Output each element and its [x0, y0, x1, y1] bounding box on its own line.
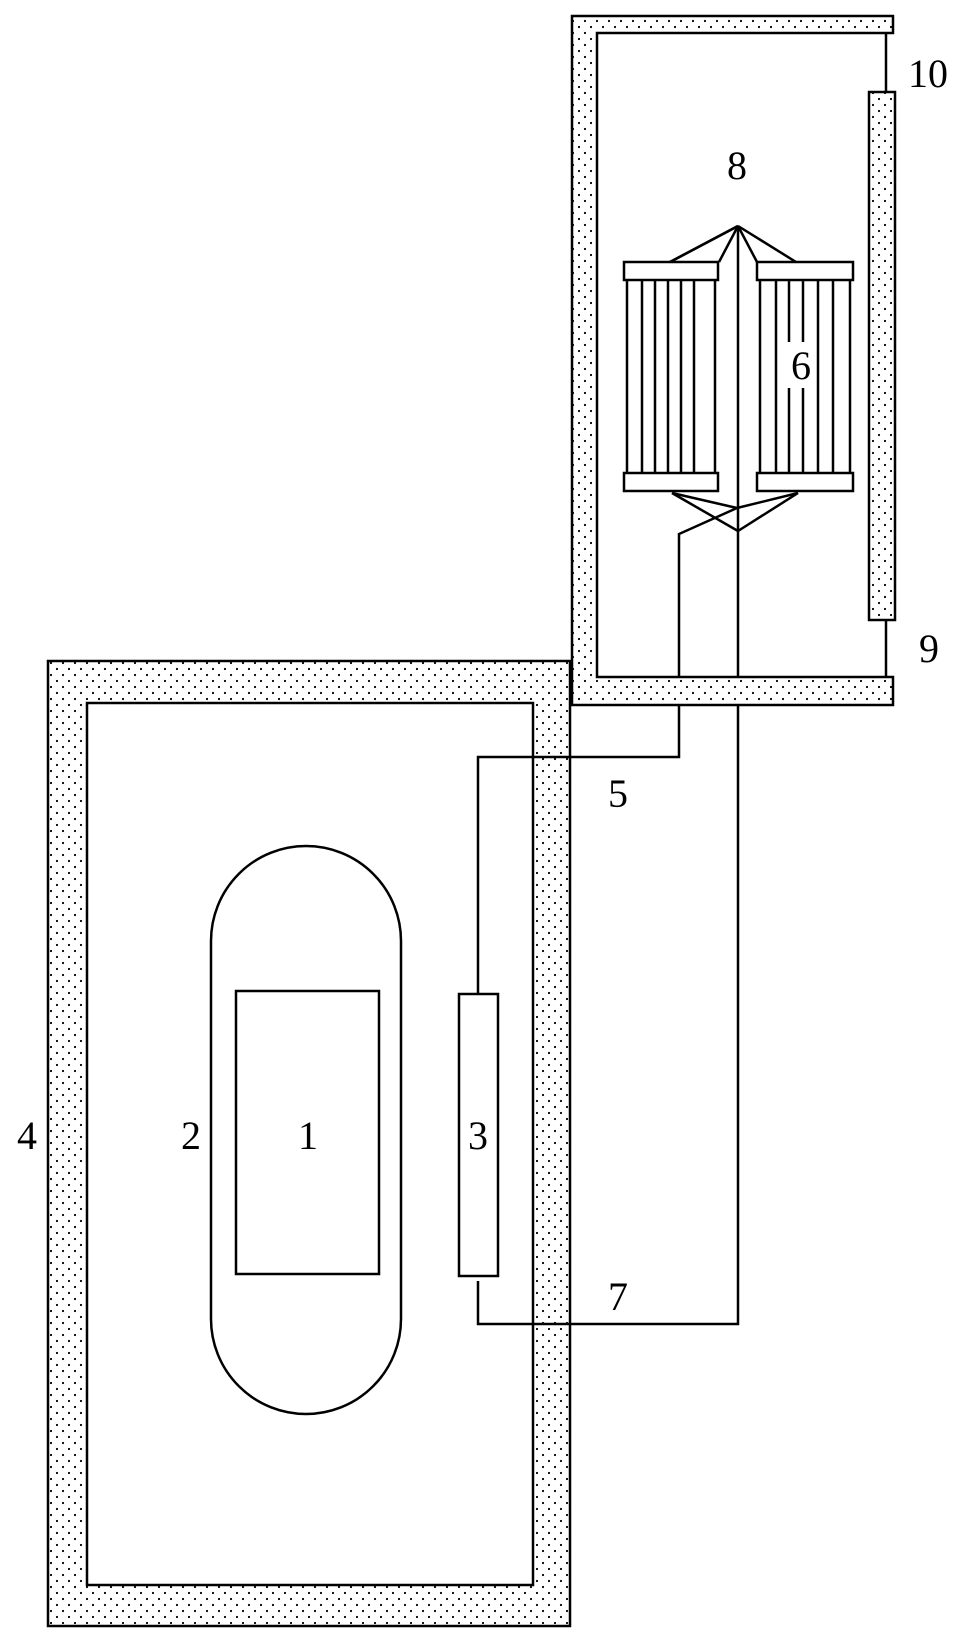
manifold-top-branch-right — [737, 224, 797, 264]
label-upper-enclosure: 9 — [919, 626, 939, 671]
tube-bundle-left — [622, 260, 720, 493]
label-insulated-panel: 10 — [908, 51, 948, 96]
label-lower-insulation: 4 — [17, 1113, 37, 1158]
manifold-top-branch-inner-right — [736, 225, 759, 263]
manifold-bottom-branch-b — [736, 491, 799, 510]
core-block — [234, 989, 381, 1276]
manifold-top-branch-inner-left — [717, 225, 740, 263]
pipe-7 — [476, 705, 740, 1326]
label-pipe-5: 5 — [608, 771, 628, 816]
tube-bundle-right — [755, 260, 855, 493]
label-core: 1 — [298, 1113, 318, 1158]
capsule-vessel — [209, 844, 403, 1416]
right-insulated-panel — [867, 90, 897, 622]
label-pipe-7: 7 — [608, 1274, 628, 1319]
pipe-5-upper — [677, 506, 738, 677]
label-exchanger: 3 — [468, 1113, 488, 1158]
label-tube-bundle: 6 — [791, 343, 811, 388]
manifold-bottom-branch-c — [737, 491, 799, 533]
manifold-bottom-branch-a — [671, 491, 739, 533]
manifold-top-branch-left-outer — [669, 224, 739, 264]
manifold-bottom-branch-left — [671, 491, 738, 510]
lower-insulated-wall — [46, 659, 572, 1628]
pipe-5 — [476, 705, 681, 994]
label-vessel: 2 — [181, 1113, 201, 1158]
label-manifold: 8 — [727, 143, 747, 188]
upper-insulated-wall — [570, 14, 895, 707]
